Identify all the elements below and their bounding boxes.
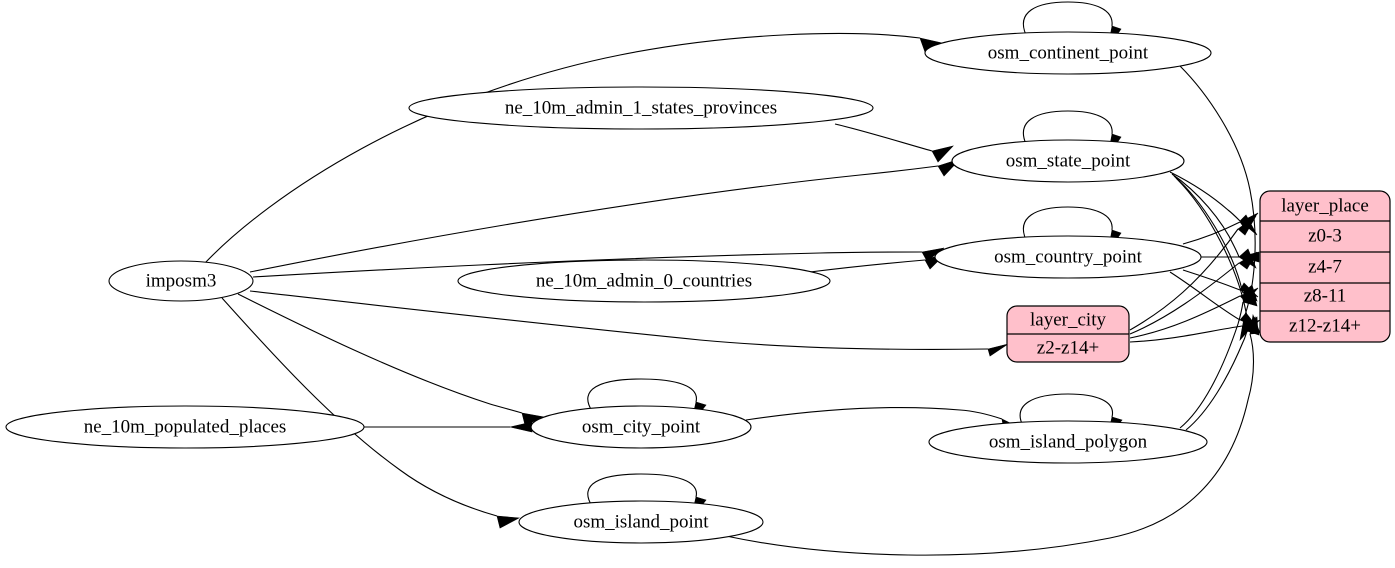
edge-layer-city-to-layer-place-z12 (1129, 325, 1243, 343)
node-label: imposm3 (146, 270, 217, 291)
record-row-label-0: z0-3 (1308, 225, 1342, 246)
edge-layer-city-to-layer-place-z4-7 (1129, 262, 1240, 335)
edge-self-loop-osm-island-point (587, 473, 697, 507)
edge-layer-city-to-layer-place-z8-11 (1129, 295, 1241, 339)
node-layer: imposm3 ne_10m_admin_1_states_provinces … (5, 31, 1212, 544)
node-osm-state-point[interactable]: osm_state_point (951, 139, 1185, 183)
node-label: osm_island_point (573, 511, 709, 532)
node-ne-10m-admin-1-states-provinces[interactable]: ne_10m_admin_1_states_provinces (408, 86, 874, 130)
arrowhead-icon (496, 515, 521, 529)
node-label: osm_country_point (994, 246, 1142, 267)
node-label: ne_10m_admin_0_countries (536, 270, 752, 291)
edge-osm-island-polygon-to-layer-place-z12 (1185, 330, 1248, 431)
arrowhead-icon (1238, 251, 1258, 270)
edge-imposm3-to-osm-continent-point (204, 32, 921, 264)
node-label: ne_10m_populated_places (84, 416, 287, 437)
edge-layer-city-to-layer-place-z0-3 (1129, 228, 1239, 331)
edge-osm-country-point-to-layer-place-z0-3 (1182, 221, 1241, 245)
edge-self-loop-osm-island-polygon (1019, 393, 1114, 427)
edge-imposm3-to-osm-city-point (237, 293, 523, 414)
node-label: osm_continent_point (988, 42, 1149, 63)
node-ne-10m-populated-places[interactable]: ne_10m_populated_places (5, 405, 365, 449)
record-layer: layer_city z2-z14+ layer_place z0-3 z4-7… (1006, 190, 1391, 363)
record-header-label: layer_city (1030, 309, 1106, 330)
edge-self-loop-osm-state-point (1023, 110, 1113, 145)
node-shape-ellipse (408, 86, 874, 130)
record-row-label-0: z2-z14+ (1037, 337, 1099, 358)
node-osm-country-point[interactable]: osm_country_point (934, 235, 1202, 279)
record-node-layer-city[interactable]: layer_city z2-z14+ (1006, 305, 1130, 363)
record-row-label-3: z12-z14+ (1289, 315, 1361, 336)
arrowhead-icon (1249, 313, 1261, 335)
node-label: osm_state_point (1006, 150, 1131, 171)
arrowhead-icon (931, 145, 954, 163)
node-shape-ellipse (924, 31, 1212, 75)
record-background (1259, 190, 1391, 343)
node-shape-ellipse (934, 235, 1202, 279)
node-osm-island-point[interactable]: osm_island_point (518, 500, 764, 544)
edge-self-loop-osm-city-point (587, 378, 697, 412)
node-shape-ellipse (928, 420, 1208, 464)
edge-ne-countries-to-osm-country-point (809, 259, 926, 273)
node-osm-island-polygon[interactable]: osm_island_polygon (928, 420, 1208, 464)
node-shape-ellipse (518, 500, 764, 544)
node-label: osm_city_point (582, 416, 701, 437)
node-shape-ellipse (5, 405, 365, 449)
edge-imposm3-to-osm-state-point (249, 165, 939, 273)
edge-self-loop-osm-country-point (1023, 206, 1113, 241)
node-ne-10m-admin-0-countries[interactable]: ne_10m_admin_0_countries (457, 259, 831, 303)
edge-imposm3-to-osm-island-point (221, 297, 498, 517)
edge-osm-state-point-to-layer-place-z8-11 (1173, 175, 1244, 294)
record-row-label-1: z4-7 (1308, 256, 1342, 277)
edge-ne-states-to-osm-state-point (834, 123, 933, 152)
arrowhead-icon (987, 343, 1009, 357)
node-shape-ellipse (457, 259, 831, 303)
node-label: ne_10m_admin_1_states_provinces (505, 97, 777, 118)
edge-self-loop-osm-continent-point (1023, 1, 1113, 36)
arrowhead-icon (1237, 215, 1257, 236)
node-shape-ellipse (951, 139, 1185, 183)
edge-osm-island-polygon-to-layer-place-z8-11 (1179, 301, 1244, 429)
edge-osm-country-point-to-layer-place-z8-11 (1182, 269, 1241, 291)
node-osm-continent-point[interactable]: osm_continent_point (924, 31, 1212, 75)
node-imposm3[interactable]: imposm3 (108, 260, 254, 302)
node-shape-ellipse (108, 260, 254, 302)
edge-imposm3-to-osm-country-point (252, 251, 923, 278)
record-row-label-2: z8-11 (1304, 285, 1347, 306)
edge-osm-island-point-to-layer-place-z12 (725, 333, 1254, 556)
arrowhead-icon (509, 421, 533, 433)
edge-imposm3-to-layer-city (249, 290, 989, 350)
edge-osm-country-point-to-layer-place-z12 (1169, 271, 1241, 321)
arrowhead-icon (1242, 286, 1258, 307)
node-shape-ellipse (530, 405, 752, 449)
node-osm-city-point[interactable]: osm_city_point (530, 405, 752, 449)
node-label: osm_island_polygon (989, 431, 1148, 452)
edge-osm-state-point-to-layer-place-z0-3 (1169, 171, 1241, 222)
edge-osm-state-point-to-layer-place-z4-7 (1171, 173, 1240, 258)
edge-osm-city-point-to-osm-island-polygon (745, 406, 1003, 421)
record-header-label: layer_place (1281, 195, 1369, 216)
record-node-layer-place[interactable]: layer_place z0-3 z4-7 z8-11 z12-z14+ (1259, 190, 1391, 343)
